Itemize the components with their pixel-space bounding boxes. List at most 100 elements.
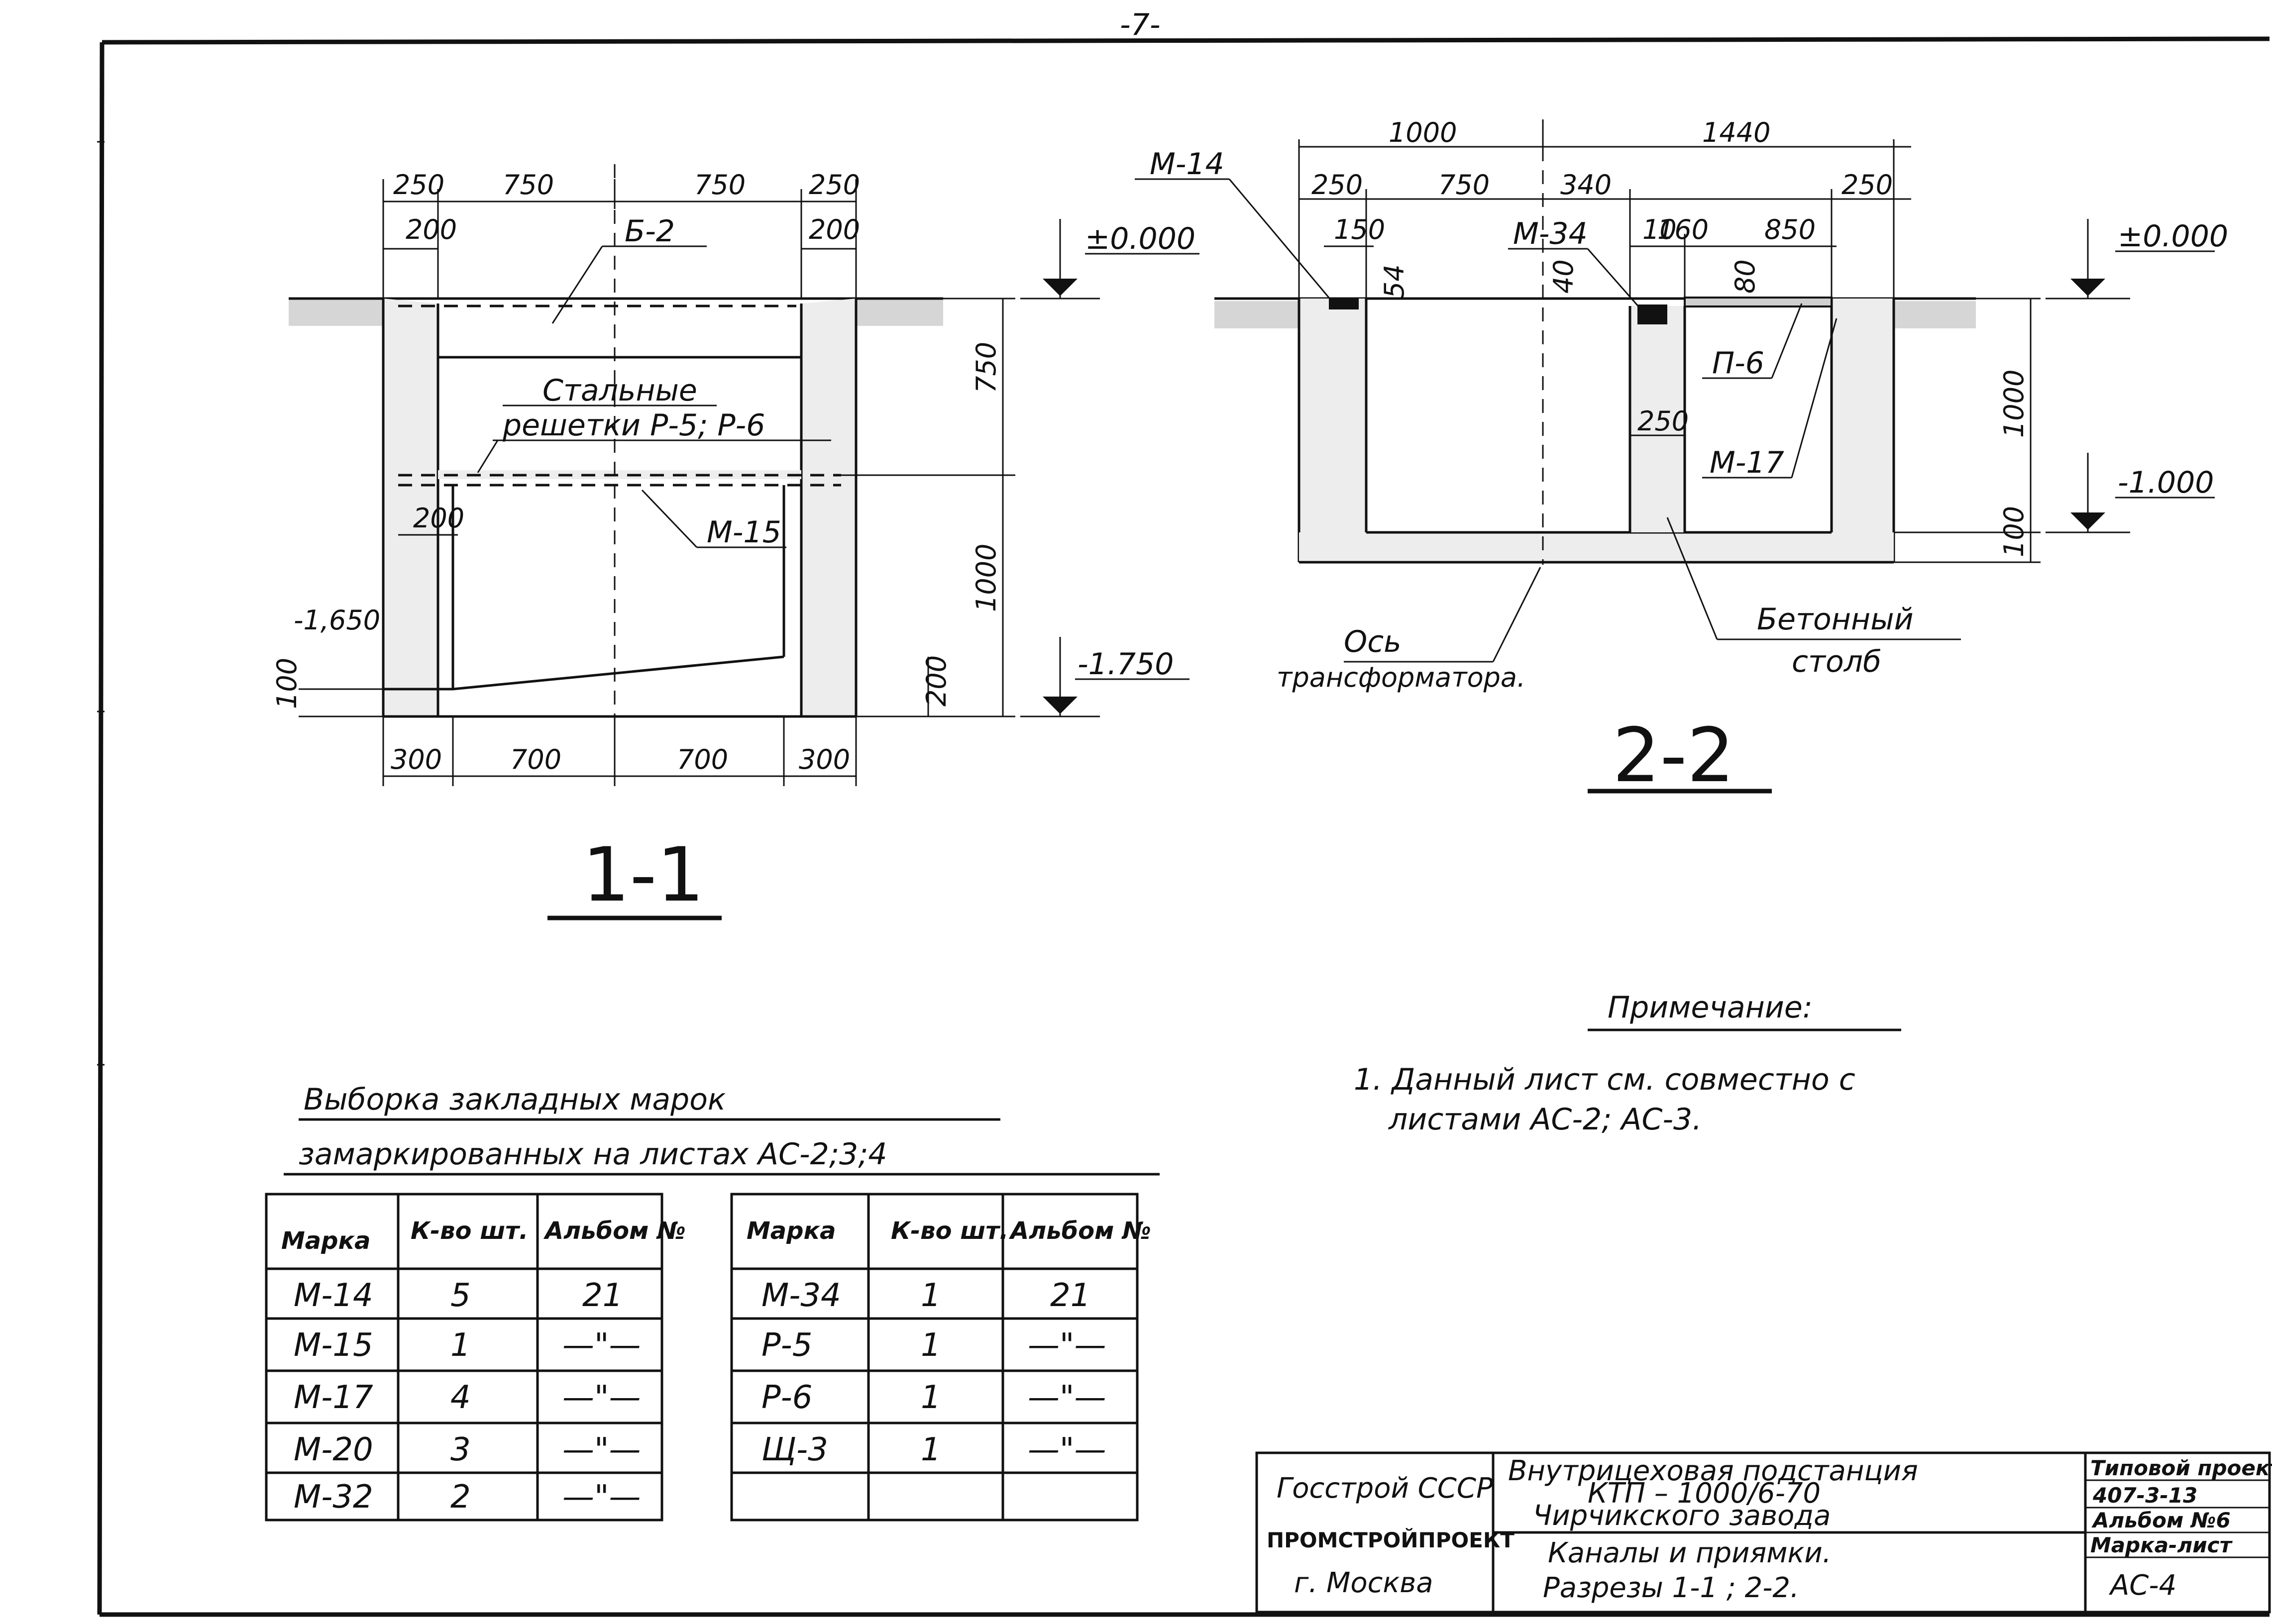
dim-1-top-0: 250	[393, 169, 444, 201]
concrete-pillar	[1630, 306, 1685, 532]
label-m14: М-14	[1150, 147, 1224, 182]
dim-1-top-2: 750	[694, 169, 746, 201]
table-left-cell-2-2: —"—	[562, 1379, 641, 1416]
dim-1-second-1: 200	[809, 214, 860, 245]
tb-typical-label: Типовой проект	[2090, 1456, 2272, 1480]
dim-2-small-0: 54	[1379, 264, 1410, 299]
label-pillar-2: столб	[1792, 644, 1881, 679]
dim-1-right-1: 1000	[971, 544, 1002, 612]
table-left-cell-3-1: 3	[450, 1431, 471, 1468]
dim-1-second-0: 200	[406, 214, 457, 245]
level-marker-1-bottom: -1.750	[1020, 637, 1190, 717]
label-axis-1: Ось	[1344, 624, 1402, 659]
dim-2-second-0: 250	[1311, 169, 1363, 201]
table-left-cell-3-2: —"—	[562, 1431, 641, 1468]
dim-2-third-0: 150	[1334, 214, 1385, 245]
soil-left-2	[1214, 301, 1299, 328]
tb-mark-value: АС-4	[2109, 1569, 2176, 1602]
dim-2-third-1: 10	[1642, 214, 1677, 245]
dim-1-top-1: 750	[503, 169, 554, 201]
embedded-m34	[1637, 304, 1667, 324]
dim-1-right-0: 750	[971, 342, 1002, 393]
dim-2-second-3: 250	[1841, 169, 1893, 201]
table-left-cell-3-0: М-20	[294, 1431, 373, 1468]
dim-1-inner-1: 200	[921, 655, 952, 707]
table-left: Марка К-во шт. Альбом № М-14 5 21 М-15 1…	[265, 1193, 686, 1522]
table-right: Марка К-во шт. Альбом № М-34 1 21 Р-5 1 …	[730, 1193, 1151, 1522]
table-left-cell-0-0: М-14	[294, 1277, 373, 1314]
tb-org-3: г. Москва	[1294, 1567, 1433, 1599]
dim-2-small-1: 40	[1548, 259, 1579, 294]
tb-sheet-1: Каналы и приямки.	[1548, 1537, 1832, 1569]
label-gratings-2: решетки Р-5; Р-6	[502, 408, 765, 443]
wall-right-2	[1832, 299, 1894, 532]
level-marker-2-bottom: -1.000	[2046, 453, 2215, 533]
tb-title-1: Внутрицеховая подстанция	[1508, 1455, 1918, 1487]
wall-left-2	[1299, 299, 1366, 532]
sheet-frame	[97, 36, 2270, 1617]
table-right-cell-2-2: —"—	[1028, 1379, 1106, 1416]
note-line-1: 1. Данный лист см. совместно с	[1354, 1062, 1855, 1097]
tb-org-2: ПРОМСТРОЙПРОЕКТ	[1267, 1527, 1515, 1552]
svg-text:-1.000: -1.000	[2118, 465, 2214, 500]
title-block: Госстрой СССР ПРОМСТРОЙПРОЕКТ г. Москва …	[1255, 1451, 2272, 1614]
svg-text:±0.000: ±0.000	[2118, 219, 2228, 254]
table-right-cell-1-1: 1	[921, 1327, 941, 1364]
table-right-cell-3-0: Щ-3	[761, 1431, 828, 1468]
table-right-cell-1-2: —"—	[1028, 1327, 1106, 1364]
table-left-cell-4-0: М-32	[294, 1479, 373, 1516]
table-left-cell-4-1: 2	[450, 1479, 471, 1516]
level-1-left: -1,650	[294, 605, 380, 636]
table-left-cell-1-1: 1	[450, 1327, 471, 1364]
table-right-cell-0-1: 1	[921, 1277, 941, 1314]
table-right-cell-2-0: Р-6	[761, 1379, 812, 1416]
table-left-cell-0-2: 21	[582, 1277, 623, 1314]
dim-1-top-3: 250	[809, 169, 860, 201]
dim-2-column: 250	[1637, 406, 1689, 437]
label-axis-2: трансформатора.	[1277, 662, 1525, 693]
table-left-header-1: К-во шт.	[411, 1217, 528, 1245]
table-left-cell-4-2: —"—	[562, 1479, 641, 1516]
tb-typical-value: 407-3-13	[2092, 1483, 2197, 1508]
svg-text:±0.000: ±0.000	[1085, 221, 1195, 256]
table-right-header-2: Альбом №	[1008, 1217, 1151, 1245]
table-left-cell-0-1: 5	[450, 1277, 471, 1314]
dim-1-bottom-3: 300	[799, 744, 850, 775]
section-1-title: 1-1	[582, 832, 704, 918]
cover-plate-p6	[1684, 297, 1833, 307]
label-gratings-1: Стальные	[542, 373, 697, 408]
table-left-cell-2-0: М-17	[294, 1379, 373, 1416]
table-title: Выборка закладных марок замаркированных …	[284, 1082, 1160, 1176]
table-left-header-2: Альбом №	[543, 1217, 686, 1245]
label-b2: Б-2	[625, 214, 675, 249]
label-m34: М-34	[1513, 216, 1588, 251]
dim-2-small-2: 80	[1730, 259, 1761, 294]
table-right-header-0: Марка	[747, 1217, 836, 1245]
note-title: Примечание:	[1608, 990, 1813, 1025]
note-line-2: листами АС-2; АС-3.	[1388, 1102, 1702, 1137]
svg-text:-1.750: -1.750	[1078, 647, 1174, 682]
table-right-cell-0-2: 21	[1050, 1277, 1090, 1314]
soil-right	[849, 299, 943, 326]
tb-org-1: Госстрой СССР	[1277, 1472, 1493, 1505]
label-pillar-1: Бетонный	[1757, 602, 1914, 637]
table-right-header-1: К-во шт.	[891, 1217, 1008, 1245]
page-number: -7-	[1120, 7, 1160, 42]
dim-2-right-1: 100	[1998, 506, 2030, 557]
table-right-cell-0-0: М-34	[761, 1277, 841, 1314]
dim-1-bottom-0: 300	[391, 744, 442, 775]
table-right-cell-3-1: 1	[921, 1431, 941, 1468]
dim-2-second-1: 750	[1438, 169, 1490, 201]
tb-mark-label: Марка-лист	[2090, 1533, 2233, 1557]
floor-slab-2	[1299, 532, 1894, 562]
section-1-1: 250 750 750 250 200 200 300 700 700 300 …	[271, 164, 1199, 920]
dim-2-third-2: 160	[1657, 214, 1709, 245]
dim-2-top-1: 1440	[1702, 117, 1770, 148]
table-right-cell-1-0: Р-5	[761, 1327, 812, 1364]
dim-1-bottom-2: 700	[677, 744, 728, 775]
table-right-cell-2-1: 1	[921, 1379, 941, 1416]
note-block: Примечание: 1. Данный лист см. совместно…	[1354, 990, 1901, 1137]
tb-title-3: Чирчикского завода	[1533, 1500, 1831, 1532]
